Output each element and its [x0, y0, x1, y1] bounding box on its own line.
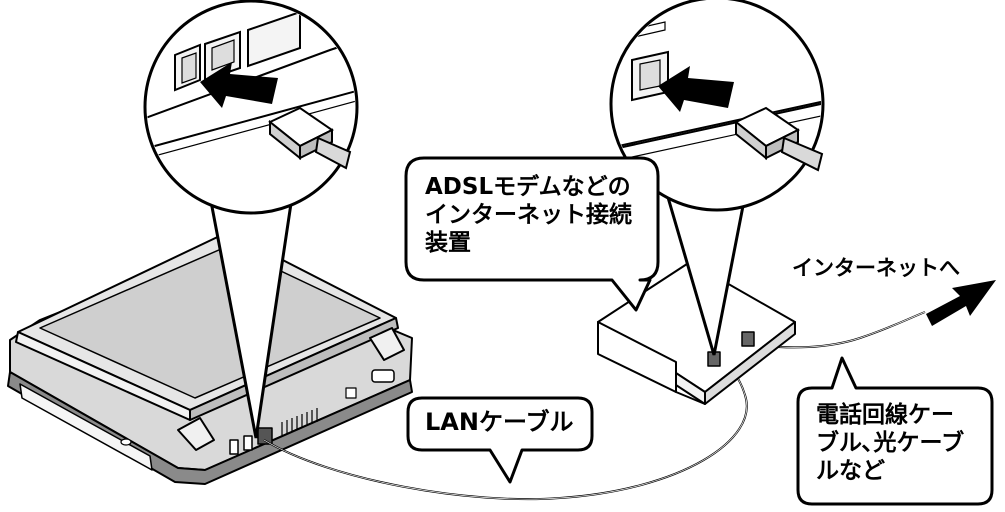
lan-connector-icon: [734, 106, 824, 172]
phone-label-line2: ブル､光ケーブ: [816, 430, 965, 457]
arrow-icon: [926, 280, 996, 326]
lan-label-bubble: [406, 396, 594, 484]
device-label: ADSLモデムなどの インターネット接続 装置: [425, 173, 632, 257]
to-internet-text: インターネットへ: [792, 256, 960, 280]
modem-port-zoom: [609, 0, 825, 356]
arrow-icon: [200, 62, 278, 108]
to-internet-label: インターネットへ: [792, 256, 960, 282]
device-label-line3: 装置: [425, 230, 471, 257]
phone-label-line3: ルなど: [816, 458, 885, 485]
laptop-icon: [7, 231, 413, 485]
lan-connector-icon: [268, 106, 352, 170]
device-label-line1: ADSLモデムなどの: [425, 174, 631, 200]
phone-cable-label: 電話回線ケー ブル､光ケーブ ルなど: [816, 401, 964, 485]
lan-cable-label-text: LANケーブル: [425, 408, 574, 436]
modem-icon: [597, 261, 796, 405]
device-label-bubble: [404, 156, 660, 312]
laptop-port-zoom: [143, 0, 359, 439]
arrow-icon: [658, 66, 734, 112]
lan-cable-label: LANケーブル: [425, 408, 574, 437]
device-label-line2: インターネット接続: [425, 202, 632, 229]
phone-label-bubble: [796, 356, 994, 506]
phone-label-line1: 電話回線ケー: [816, 402, 954, 428]
